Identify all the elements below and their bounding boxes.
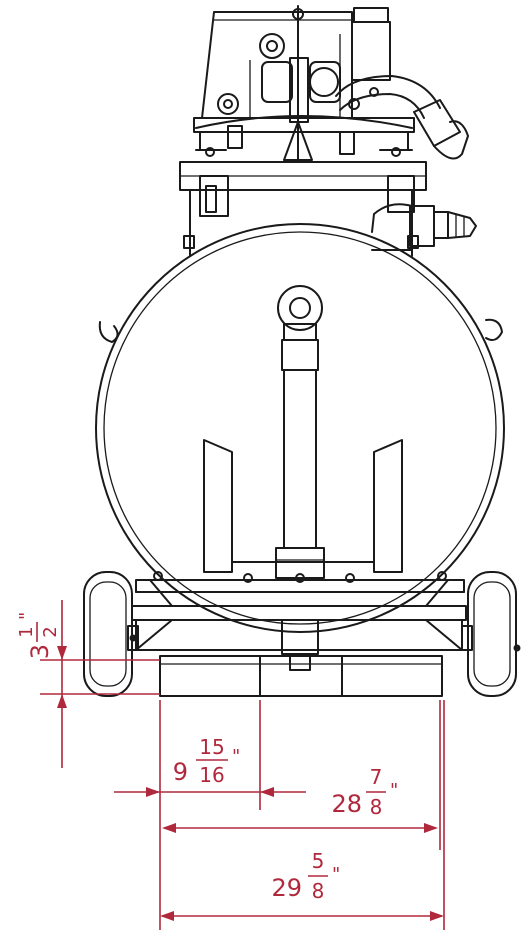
pad-width-denominator: 16 xyxy=(199,763,224,787)
skid-height-unit: " xyxy=(16,612,37,620)
overall-width-denominator: 8 xyxy=(312,879,325,903)
motor-enclosure xyxy=(201,5,391,129)
overall-width-numerator: 5 xyxy=(312,849,325,873)
drum xyxy=(95,223,505,633)
inner-width-unit: " xyxy=(390,780,398,801)
skid-height-whole: 3 xyxy=(26,644,54,659)
right-wheel xyxy=(461,571,521,697)
pad-width-numerator: 15 xyxy=(199,735,224,759)
dimension-overall-width: 29 5 8 " xyxy=(160,700,445,930)
overall-width-unit: " xyxy=(332,864,340,885)
skid-height-denominator: 2 xyxy=(40,626,61,637)
overall-width-whole: 29 xyxy=(271,874,302,902)
dimension-inner-width: 28 7 8 " xyxy=(162,700,441,850)
side-outlet xyxy=(371,203,477,251)
dimension-skid-height: 3 1 2 " xyxy=(16,600,160,768)
intake-elbow xyxy=(335,75,469,160)
inner-width-whole: 28 xyxy=(331,790,362,818)
machine-line-art xyxy=(83,5,521,697)
skid-height-numerator: 1 xyxy=(16,626,37,637)
dimensions: 3 1 2 " 9 15 16 " 28 7 xyxy=(16,600,445,930)
base-frame xyxy=(131,571,467,671)
dimension-pad-width: 9 15 16 " xyxy=(114,700,306,930)
left-wheel xyxy=(83,571,139,697)
pad-width-whole: 9 xyxy=(173,758,188,786)
inner-width-denominator: 8 xyxy=(370,795,383,819)
pad-width-unit: " xyxy=(232,746,240,767)
inner-width-numerator: 7 xyxy=(370,765,383,789)
lifting-mast xyxy=(275,285,325,579)
hopper-plates xyxy=(203,439,403,573)
skid-pad xyxy=(159,655,443,697)
tank-lid xyxy=(193,115,415,161)
